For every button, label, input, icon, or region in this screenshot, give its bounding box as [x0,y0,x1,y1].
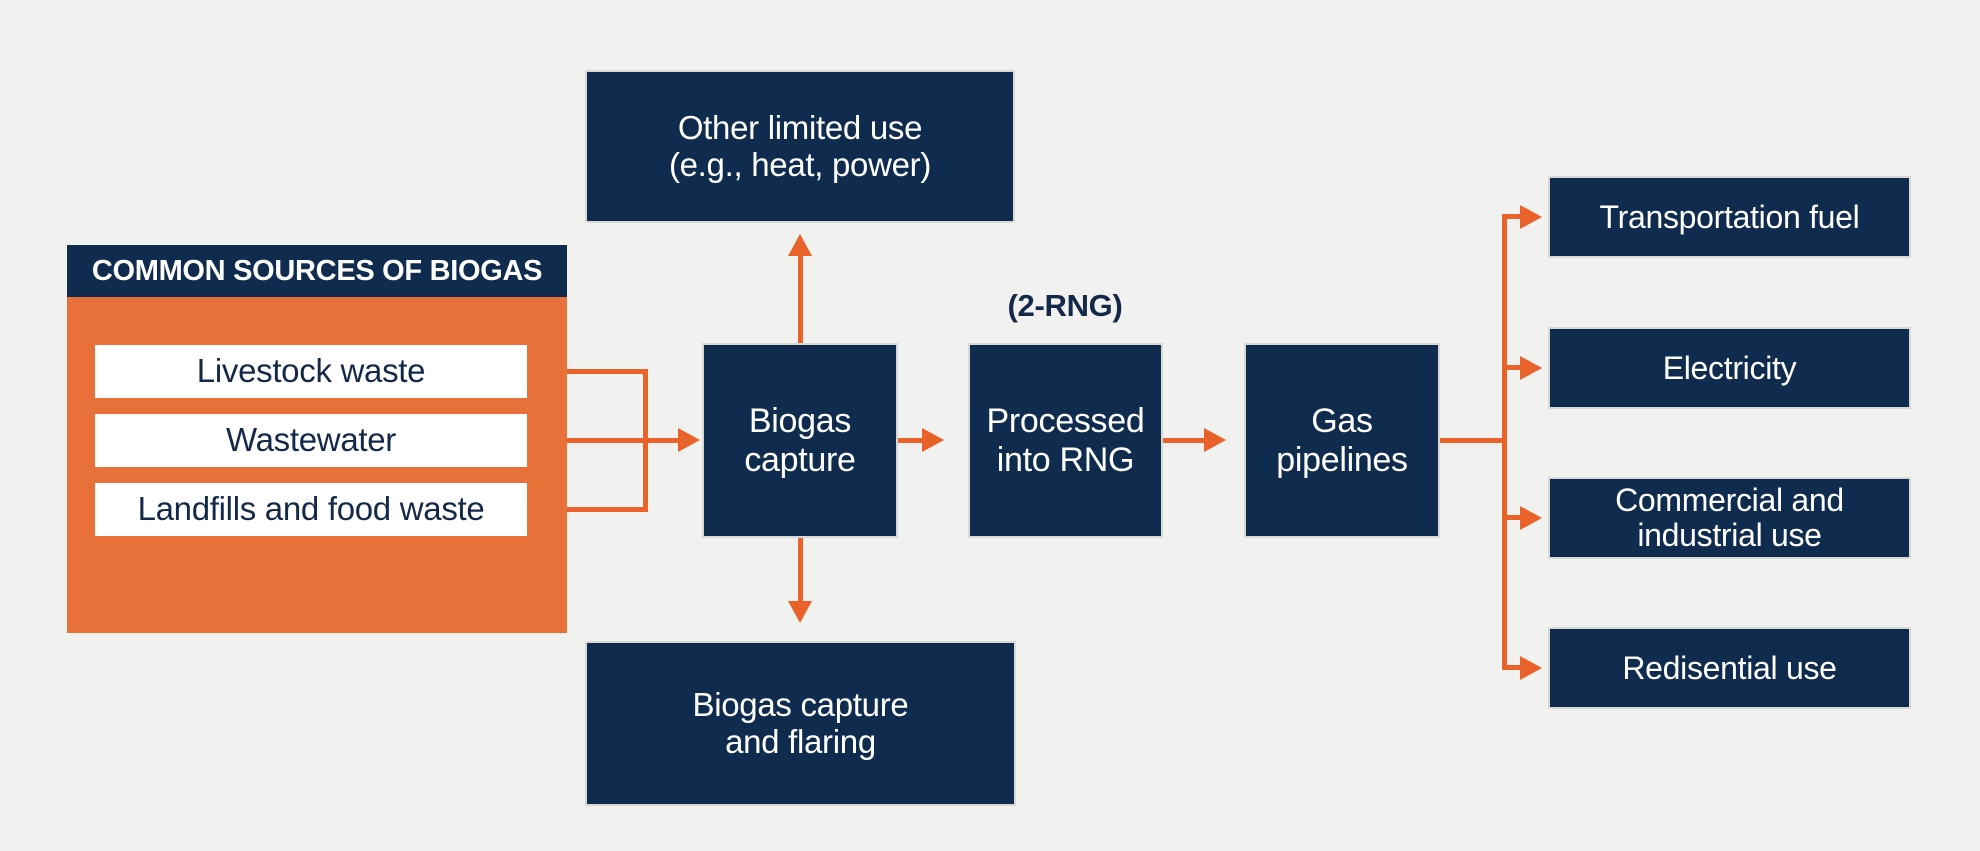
source-item-livestock: Livestock waste [95,345,527,398]
source-bracket-line-top [567,369,643,374]
arrow-capture-to-processed-head [922,428,944,452]
biogas-capture-box: Biogas capture [702,343,898,538]
pipelines-output-line [1440,438,1504,443]
source-item-label: Landfills and food waste [137,490,485,528]
output-commercial-industrial-box: Commercial and industrial use [1548,477,1911,559]
biogas-capture-label: Biogas capture [744,402,856,479]
source-item-landfills: Landfills and food waste [95,483,527,536]
processed-into-rng-box: Processed into RNG [968,343,1163,538]
source-item-label: Wastewater [226,421,396,459]
arrow-sources-to-capture-line [648,438,678,443]
output-electricity-box: Electricity [1548,327,1911,409]
source-bracket-vertical [643,369,648,512]
sources-panel-title: COMMON SOURCES OF BIOGAS [91,254,543,287]
gas-pipelines-box: Gas pipelines [1244,343,1440,538]
outputs-trunk-vertical [1502,214,1507,670]
arrow-capture-to-flaring-head [788,601,812,623]
gas-pipelines-label: Gas pipelines [1276,402,1408,479]
arrow-to-commercial-head [1520,506,1542,530]
biogas-capture-flaring-label: Biogas capture and flaring [692,685,909,760]
arrow-to-transportation-line [1502,214,1520,219]
output-transportation-fuel-label: Transportation fuel [1599,198,1860,235]
source-item-label: Livestock waste [196,352,426,390]
output-residential-label: Redisential use [1622,649,1837,686]
arrow-to-electricity-line [1502,365,1520,370]
arrow-to-residential-head [1520,656,1542,680]
arrow-to-transportation-head [1520,205,1542,229]
arrow-sources-to-capture-head [678,428,700,452]
source-item-wastewater: Wastewater [95,414,527,467]
other-limited-use-box: Other limited use (e.g., heat, power) [585,70,1015,223]
arrow-capture-to-other-head [788,234,812,256]
output-residential-box: Redisential use [1548,627,1911,709]
arrow-capture-to-flaring-line [798,538,803,601]
arrow-capture-to-processed-line [898,438,922,443]
arrow-to-commercial-line [1502,515,1520,520]
source-bracket-line-bottom [567,507,643,512]
rng-annotation: (2-RNG) [1007,288,1123,323]
sources-panel-header: COMMON SOURCES OF BIOGAS [67,245,567,297]
output-commercial-industrial-label: Commercial and industrial use [1615,482,1844,553]
other-limited-use-label: Other limited use (e.g., heat, power) [668,108,932,183]
arrow-capture-to-other-line [798,254,803,343]
arrow-to-residential-line [1502,665,1520,670]
output-transportation-fuel-box: Transportation fuel [1548,176,1911,258]
arrow-processed-to-pipelines-line [1163,438,1204,443]
arrow-to-electricity-head [1520,356,1542,380]
output-electricity-label: Electricity [1662,349,1797,386]
processed-into-rng-label: Processed into RNG [986,402,1145,479]
source-bracket-line-middle [567,438,643,443]
biogas-capture-flaring-box: Biogas capture and flaring [585,641,1016,806]
arrow-processed-to-pipelines-head [1204,428,1226,452]
